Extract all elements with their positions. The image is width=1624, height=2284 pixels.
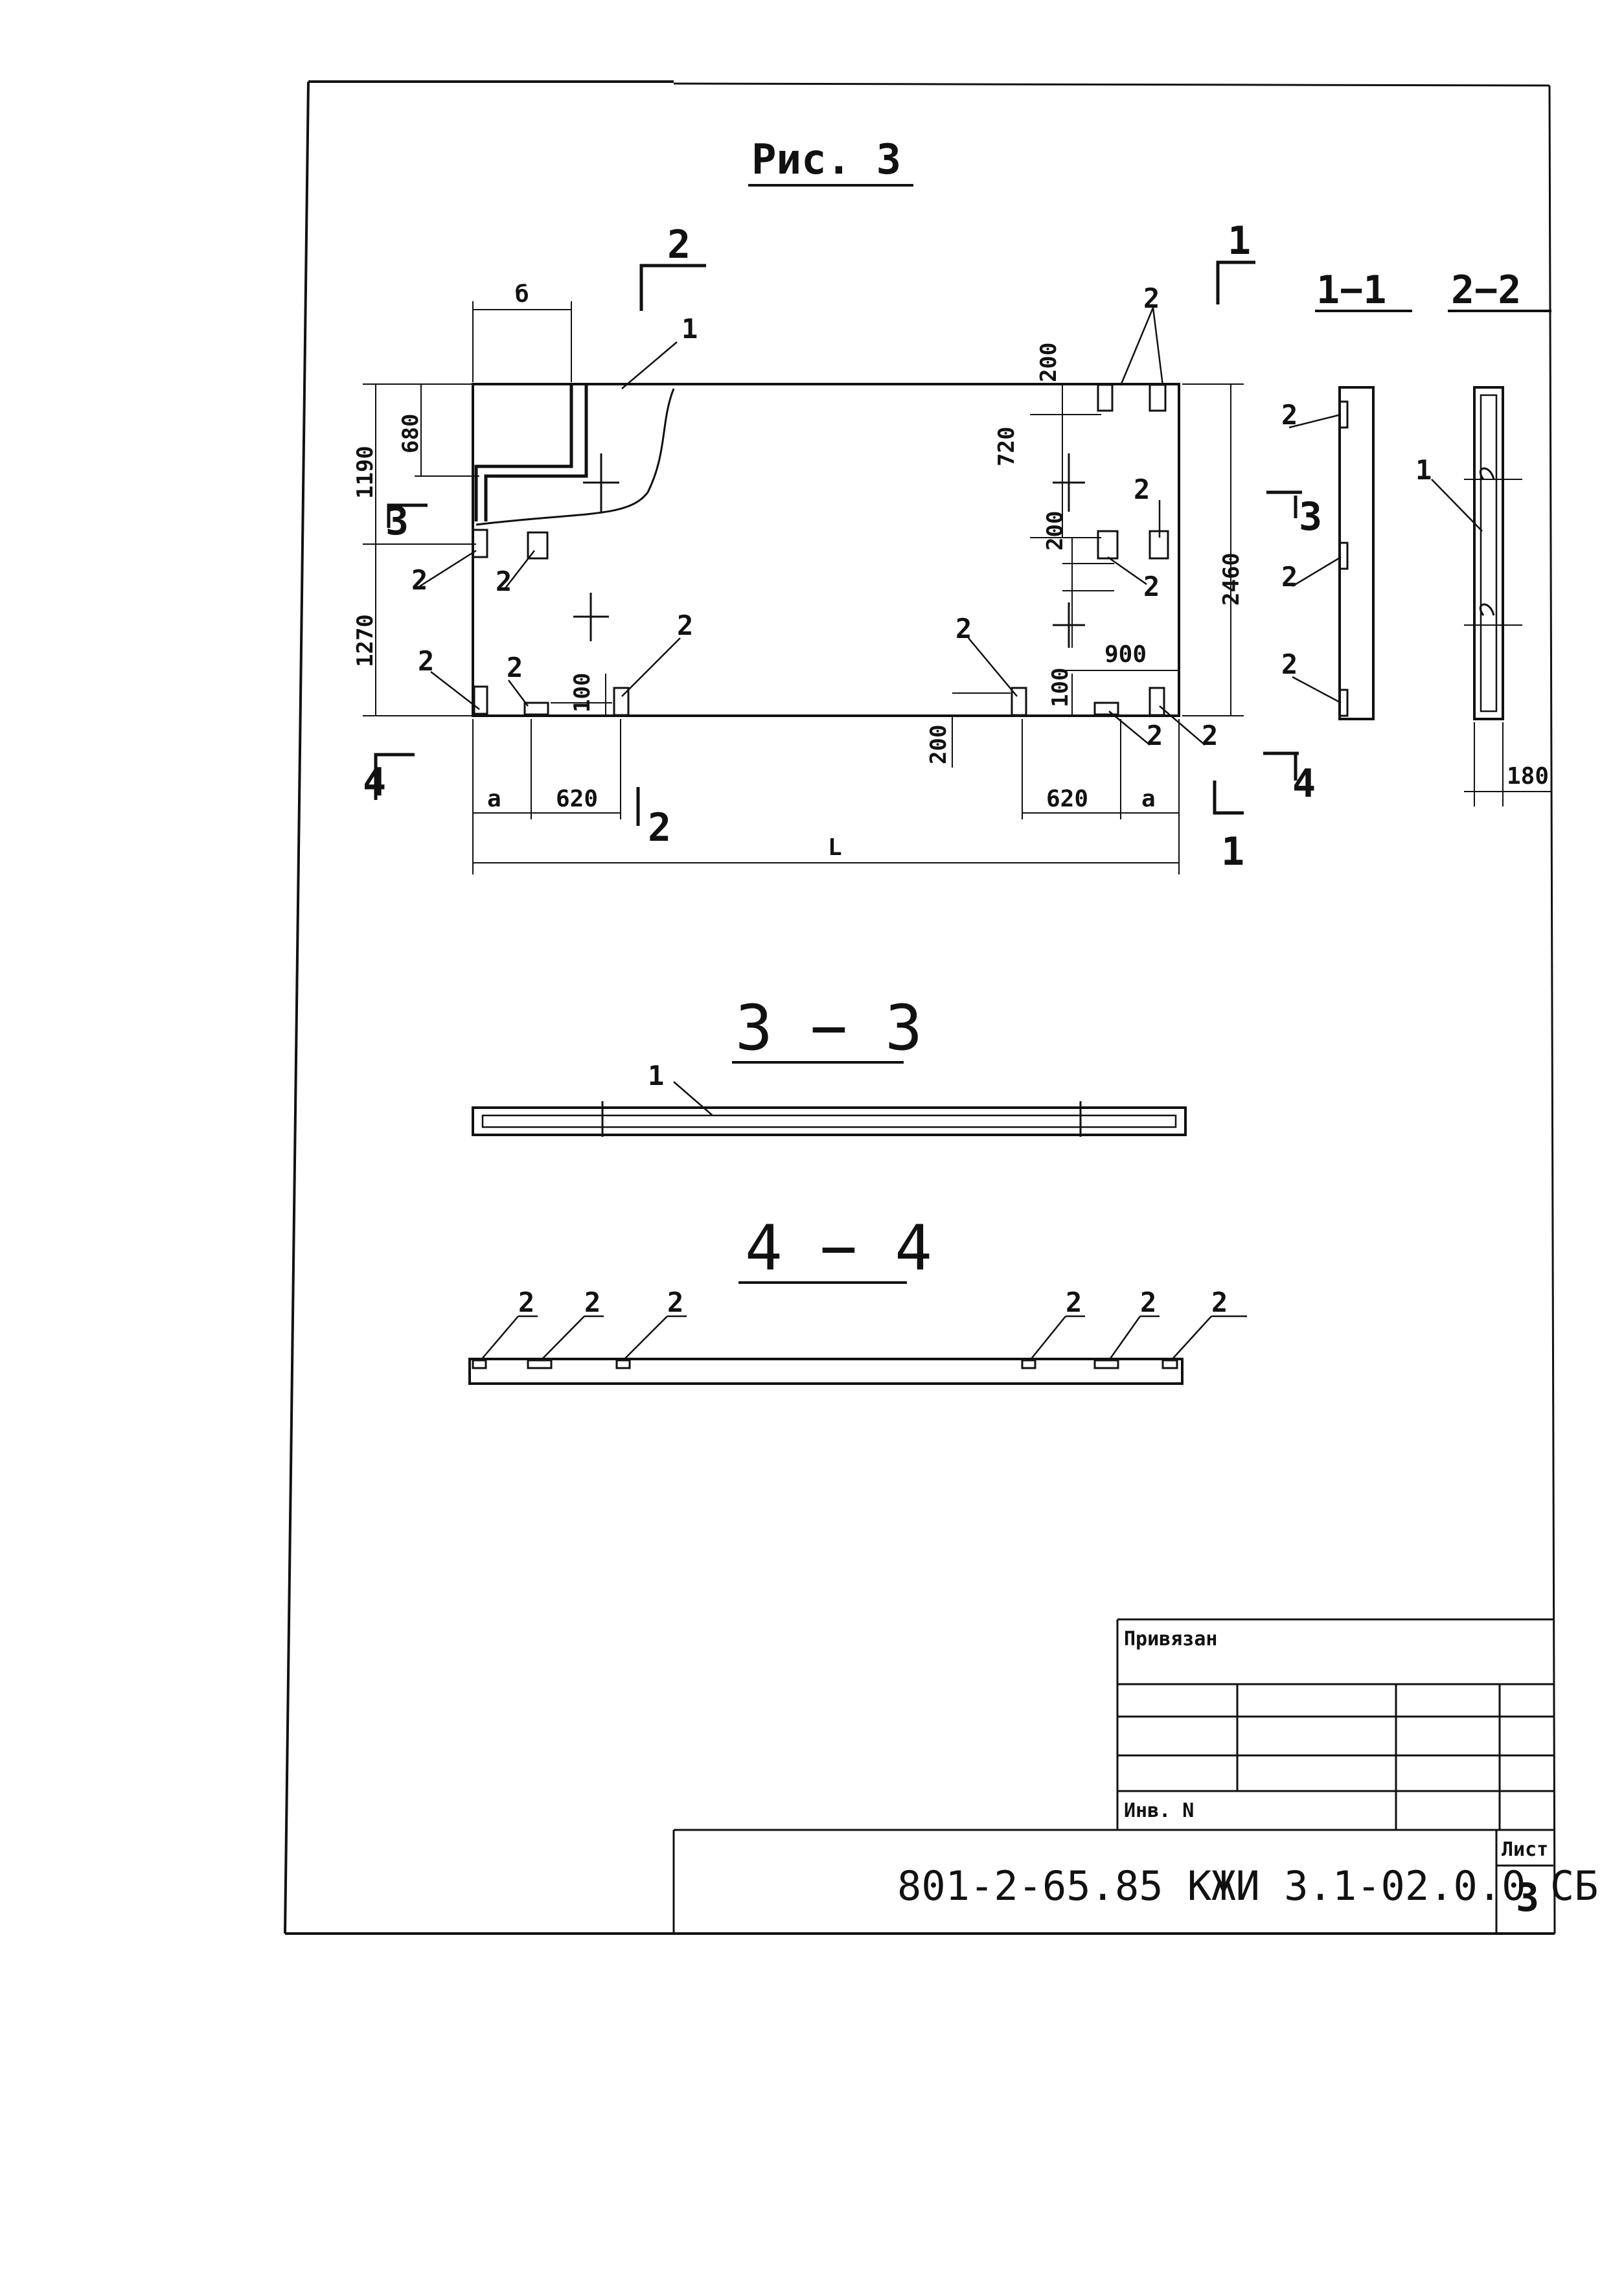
plate xyxy=(473,685,488,715)
dim-620-right: 620 xyxy=(1046,786,1088,812)
section-mark-3-right: 3 xyxy=(1299,494,1322,540)
section-mark-4-right: 4 xyxy=(1292,761,1316,806)
dim-a-right: a xyxy=(1141,786,1156,812)
embedded-part-1-outline xyxy=(474,384,588,521)
section-3-3: 3 − 3 1 xyxy=(472,992,1187,1137)
callout-part2: 2 xyxy=(1143,571,1160,602)
section-4-4-label: 2 xyxy=(584,1286,600,1318)
plate xyxy=(1097,530,1119,560)
section-2-2-dim: 180 xyxy=(1507,763,1549,790)
section-4-4-label: 2 xyxy=(1140,1286,1156,1318)
dim-200-top: 200 xyxy=(1036,343,1062,382)
section-mark-4-left: 4 xyxy=(363,760,386,805)
section-1-1-label: 2 xyxy=(1281,648,1298,680)
section-2-2: 2−2 1 180 xyxy=(1415,268,1551,806)
figure-title: Рис. 3 xyxy=(751,136,901,184)
dim-720: 720 xyxy=(994,427,1020,466)
callout-part2: 2 xyxy=(955,613,972,645)
dim-L: L xyxy=(828,834,842,861)
panel-plan-view: б 680 1190 1270 a 620 620 a L 100 100 20… xyxy=(352,218,1322,874)
plate xyxy=(527,531,549,560)
dim-900: 900 xyxy=(1104,641,1147,668)
sheet-number: 3 xyxy=(1516,1875,1539,1921)
dim-100-left: 100 xyxy=(569,673,595,713)
callout-part1: 1 xyxy=(681,313,698,345)
section-4-4-label: 2 xyxy=(667,1286,683,1318)
section-4-4-label: 2 xyxy=(1211,1286,1228,1318)
section-mark-1-top: 1 xyxy=(1228,218,1251,264)
section-4-4: 4 − 4 2 2 2 2 2 2 xyxy=(468,1212,1247,1385)
callout-part2: 2 xyxy=(1134,474,1150,505)
plate xyxy=(1097,383,1114,412)
callout-leaders xyxy=(419,307,1206,746)
section-3-3-title: 3 − 3 xyxy=(735,992,922,1064)
section-1-1-title: 1−1 xyxy=(1316,268,1386,313)
plate xyxy=(1011,687,1027,716)
callout-part2: 2 xyxy=(1143,282,1160,314)
callout-part2: 2 xyxy=(507,652,523,683)
callout-part2: 2 xyxy=(496,565,512,597)
dim-620-left: 620 xyxy=(556,786,598,812)
section-mark-2-top: 2 xyxy=(667,222,691,268)
title-block-inv-no: Инв. N xyxy=(1124,1799,1194,1822)
section-cut-marks xyxy=(374,260,1302,826)
title-block-privyazan: Привязан xyxy=(1124,1628,1218,1650)
section-2-2-label: 1 xyxy=(1415,454,1432,486)
section-2-2-title: 2−2 xyxy=(1451,268,1521,313)
panel-outline xyxy=(472,383,1180,717)
dim-2460: 2460 xyxy=(1218,553,1244,606)
center-marks xyxy=(573,453,1085,648)
sheet-frame xyxy=(284,80,1556,1935)
plate xyxy=(1149,687,1165,716)
plate xyxy=(523,702,549,716)
dim-1190: 1190 xyxy=(352,446,378,499)
section-1-1: 1−1 2 2 2 xyxy=(1281,268,1412,720)
embedded-plates xyxy=(472,383,1169,716)
dim-100-right: 100 xyxy=(1047,668,1073,707)
section-4-4-label: 2 xyxy=(1066,1286,1082,1318)
drawing-code: 801-2-65.85 КЖИ 3.1-02.0.0 СБ xyxy=(897,1862,1599,1910)
dim-680: 680 xyxy=(398,414,424,453)
dim-1270: 1270 xyxy=(352,614,378,667)
title-block: Привязан Инв. N 801-2-65.85 КЖИ 3.1-02.0… xyxy=(672,1618,1599,1934)
dim-200-bottom: 200 xyxy=(926,725,952,764)
callout-part2: 2 xyxy=(411,564,428,596)
plate xyxy=(1149,383,1167,412)
plate xyxy=(1093,702,1119,716)
section-3-3-label: 1 xyxy=(648,1060,664,1091)
callout-part2: 2 xyxy=(418,645,434,677)
section-mark-3-left: 3 xyxy=(385,499,409,544)
section-1-1-label: 2 xyxy=(1281,399,1298,431)
section-mark-1-bottom: 1 xyxy=(1221,829,1244,874)
dimension-lines xyxy=(363,301,1244,874)
section-mark-2-bottom: 2 xyxy=(648,805,671,851)
dim-a-left: a xyxy=(487,786,501,812)
break-line xyxy=(475,388,675,526)
callout-part2: 2 xyxy=(1202,720,1218,751)
plate xyxy=(613,687,630,716)
callout-part2: 2 xyxy=(1147,720,1163,751)
section-1-1-label: 2 xyxy=(1281,561,1298,593)
callout-part2: 2 xyxy=(677,610,693,641)
section-4-4-label: 2 xyxy=(518,1286,534,1318)
section-4-4-title: 4 − 4 xyxy=(745,1212,932,1285)
dim-b: б xyxy=(515,281,529,308)
dim-200-mid: 200 xyxy=(1042,511,1068,551)
sheet-label: Лист xyxy=(1502,1838,1548,1861)
